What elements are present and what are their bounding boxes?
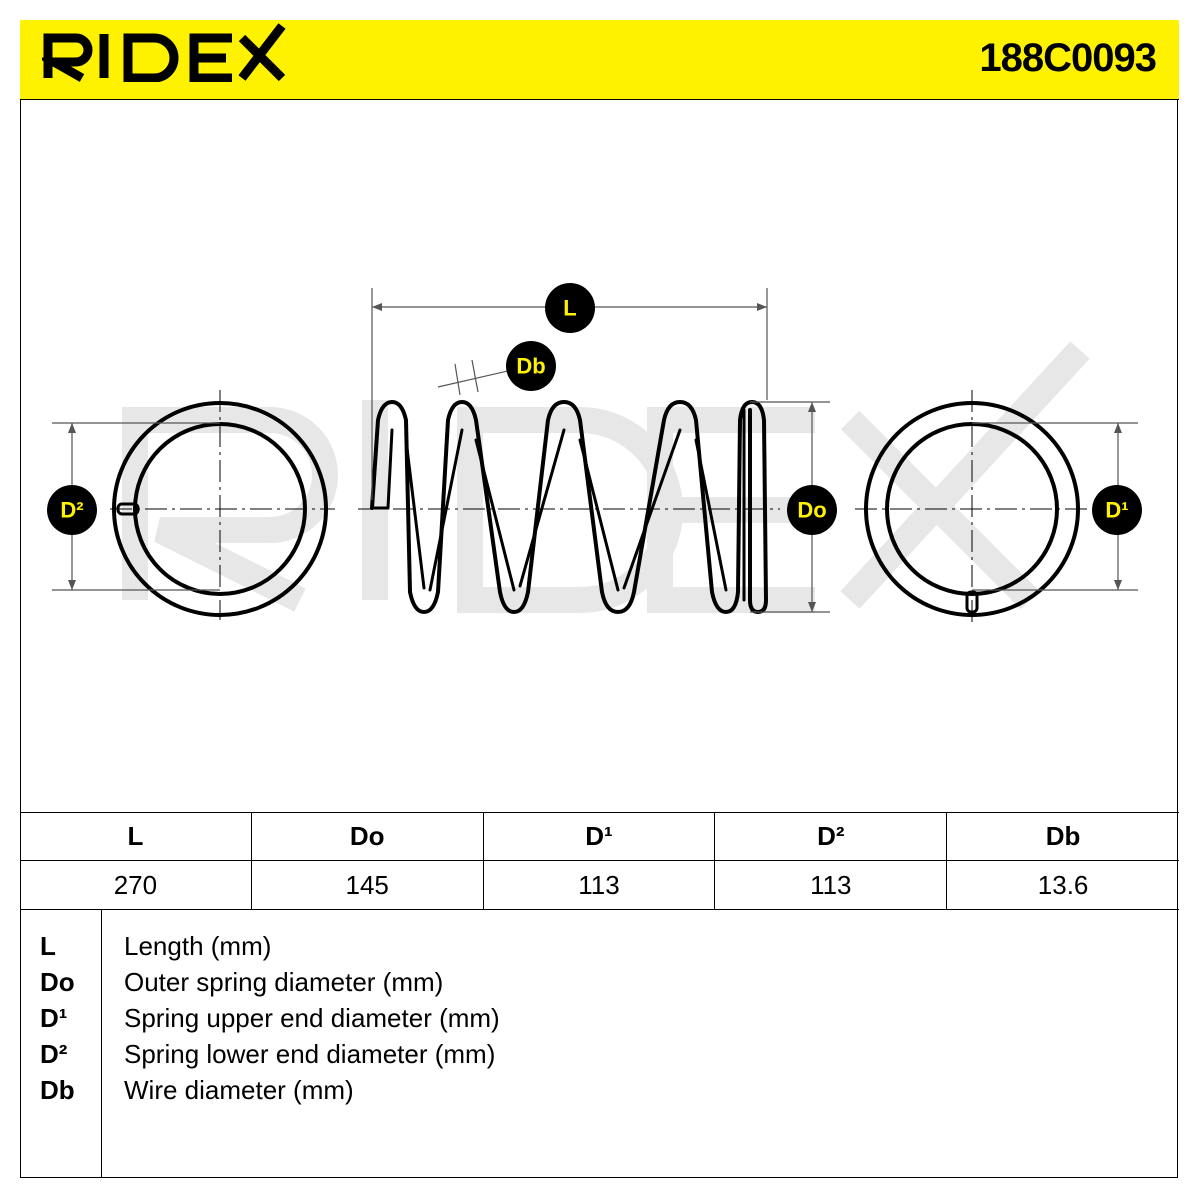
table-value-cell: 113 xyxy=(715,861,948,909)
legend-description: Length (mm) xyxy=(124,930,272,961)
legend-key: L xyxy=(40,930,56,961)
legend-item: L Length (mm) xyxy=(40,928,1140,964)
label-badge-D2: D² xyxy=(47,485,97,535)
legend-list: L Length (mm) Do Outer spring diameter (… xyxy=(40,928,1140,1108)
spring-drawing: L Db Do D² D¹ xyxy=(47,283,1142,622)
table-header-cell: D¹ xyxy=(483,813,716,861)
table-value-cell: 113 xyxy=(484,861,716,909)
legend-divider xyxy=(101,910,102,1178)
legend-key: D² xyxy=(40,1038,68,1069)
label-badge-L: L xyxy=(545,283,595,333)
svg-text:Db: Db xyxy=(516,354,545,379)
svg-text:D¹: D¹ xyxy=(1105,498,1128,523)
spring-side-view xyxy=(370,400,768,614)
table-header-cell: Do xyxy=(251,813,484,861)
legend-key: Db xyxy=(40,1074,75,1105)
legend-item: Db Wire diameter (mm) xyxy=(40,1072,1140,1108)
upper-end-view xyxy=(864,401,1080,617)
legend-item: D² Spring lower end diameter (mm) xyxy=(40,1036,1140,1072)
legend-description: Wire diameter (mm) xyxy=(124,1074,354,1105)
part-number: 188C0093 xyxy=(979,36,1157,80)
legend-key: D¹ xyxy=(40,1002,68,1033)
table-header-cell: L xyxy=(20,813,252,861)
legend-item: D¹ Spring upper end diameter (mm) xyxy=(40,1000,1140,1036)
svg-text:D²: D² xyxy=(60,498,83,523)
label-badge-Db: Db xyxy=(506,341,556,391)
parameter-table: L Do D¹ D² Db 270 145 113 113 13.6 xyxy=(20,812,1179,910)
table-header-cell: D² xyxy=(715,813,948,861)
table-value-cell: 13.6 xyxy=(1037,869,1089,900)
legend-description: Outer spring diameter (mm) xyxy=(124,966,444,997)
ridex-logo xyxy=(37,18,292,87)
table-value-cell: 270 xyxy=(20,861,252,909)
legend-description: Spring lower end diameter (mm) xyxy=(124,1038,496,1069)
svg-text:L: L xyxy=(563,296,576,321)
label-badge-Do: Do xyxy=(787,485,837,535)
svg-text:Do: Do xyxy=(797,498,826,523)
table-value-cell: 145 xyxy=(252,861,484,909)
table-header-cell: Db xyxy=(947,813,1179,861)
ridex-watermark xyxy=(122,341,1090,613)
lower-end-view xyxy=(112,401,328,617)
label-badge-D1: D¹ xyxy=(1092,485,1142,535)
legend-description: Spring upper end diameter (mm) xyxy=(124,1002,500,1033)
dimension-arrows xyxy=(68,303,1122,612)
legend-item: Do Outer spring diameter (mm) xyxy=(40,964,1140,1000)
legend-key: Do xyxy=(40,966,75,997)
